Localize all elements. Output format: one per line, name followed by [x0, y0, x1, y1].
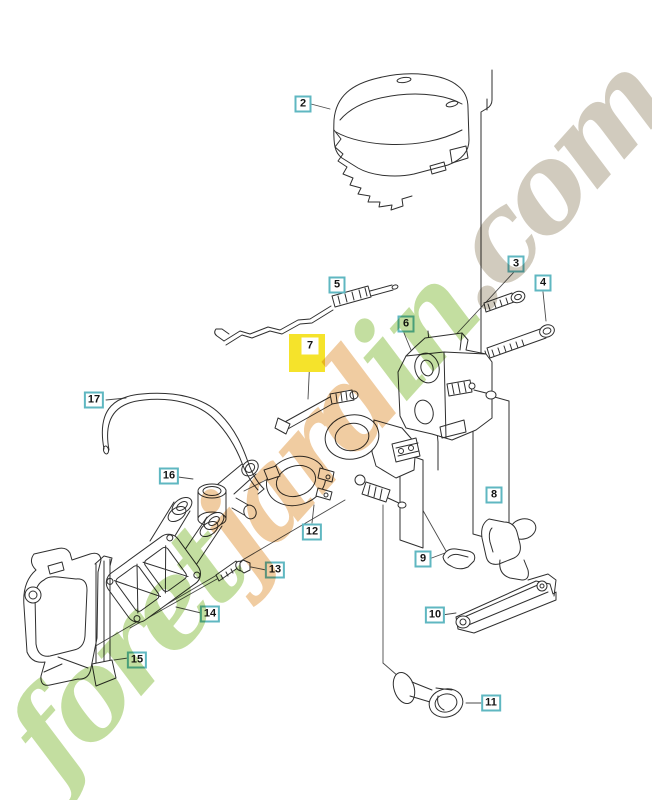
part-drawing-clip [442, 548, 476, 570]
part-drawing-gasket-baffle [23, 547, 117, 687]
part-label-9[interactable]: 9 [414, 550, 432, 568]
part-drawing-intake-boot [481, 518, 537, 581]
part-drawing-clamp-ring [263, 455, 335, 507]
part-label-5[interactable]: 5 [328, 276, 346, 294]
part-label-6[interactable]: 6 [397, 315, 415, 333]
part-label-7[interactable]: 7 [301, 337, 319, 355]
part-label-14[interactable]: 14 [199, 605, 221, 623]
part-drawing-intake-manifold [105, 496, 225, 623]
part-label-8[interactable]: 8 [485, 486, 503, 504]
part-drawing-screw-3 [483, 290, 526, 313]
part-label-13[interactable]: 13 [264, 561, 286, 579]
part-drawing-screw-4 [484, 324, 555, 359]
part-drawing-fuel-pump [392, 671, 464, 718]
part-label-15[interactable]: 15 [126, 651, 148, 669]
part-label-2[interactable]: 2 [294, 95, 312, 113]
part-drawing-throttle-body [324, 414, 421, 509]
part-label-12[interactable]: 12 [301, 523, 323, 541]
part-label-11[interactable]: 11 [481, 694, 501, 712]
part-label-3[interactable]: 3 [507, 255, 525, 273]
part-label-16[interactable]: 16 [158, 467, 180, 485]
part-drawing-carburetor [397, 332, 497, 441]
part-label-17[interactable]: 17 [83, 391, 105, 409]
part-drawing-throttle-rod [214, 284, 399, 346]
part-drawing-air-filter-cover [333, 73, 470, 211]
part-drawing-throttle-shaft [274, 389, 359, 435]
part-drawing-bracket-arm [455, 573, 557, 634]
part-label-10[interactable]: 10 [424, 606, 446, 624]
part-drawing-fuel-hose [101, 392, 265, 495]
part-drawing-screw-13 [215, 559, 251, 582]
part-label-4[interactable]: 4 [534, 274, 552, 292]
